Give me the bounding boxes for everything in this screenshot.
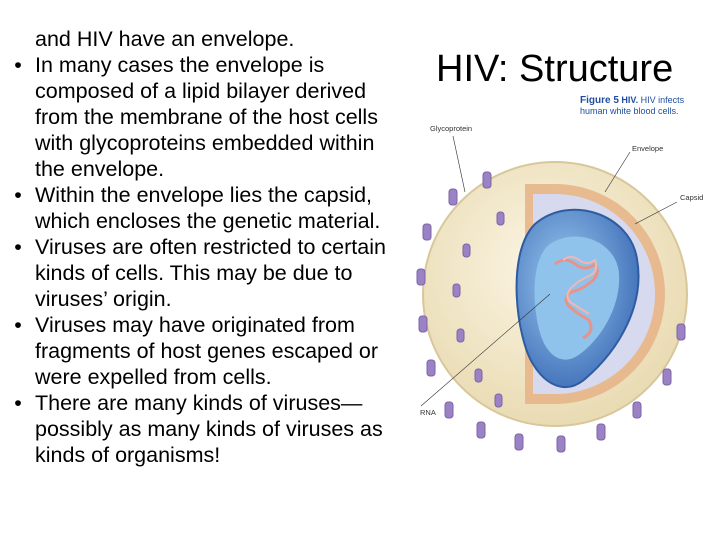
- slide-title: HIV: Structure: [436, 48, 674, 91]
- bullet-text: In many cases the envelope is composed o…: [35, 53, 378, 181]
- label-rna: RNA: [420, 408, 436, 417]
- label-glycoprotein: Glycoprotein: [430, 124, 473, 133]
- rna-strand: [562, 256, 598, 315]
- bullet-text: There are many kinds of viruses—possibly…: [35, 391, 383, 467]
- bullet-item-continuation: and HIV have an envelope.: [8, 26, 403, 52]
- bullet-item-kinds: • There are many kinds of viruses—possib…: [8, 390, 403, 468]
- bullet-item-envelope: • In many cases the envelope is composed…: [8, 52, 403, 182]
- bullet-list: and HIV have an envelope. • In many case…: [8, 26, 403, 468]
- bullet-item-capsid: • Within the envelope lies the capsid, w…: [8, 182, 403, 234]
- bullet-item-origin: • Viruses may have originated from fragm…: [8, 312, 403, 390]
- bullet-item-restricted: • Viruses are often restricted to certai…: [8, 234, 403, 312]
- bullet-marker: •: [14, 53, 22, 77]
- bullet-text: Within the envelope lies the capsid, whi…: [35, 183, 381, 233]
- bullet-text: Viruses may have originated from fragmen…: [35, 313, 379, 389]
- label-envelope: Envelope: [632, 144, 664, 153]
- figure-number: Figure 5: [580, 95, 619, 106]
- bullet-marker: •: [14, 235, 22, 259]
- bullet-marker: •: [14, 313, 22, 337]
- rna-strand: [554, 258, 599, 340]
- label-leader-lines: [420, 135, 678, 407]
- figure-name: HIV.: [621, 95, 639, 105]
- label-capsid: Capsid: [680, 193, 704, 202]
- hiv-virus-diagram: [416, 135, 688, 453]
- bullet-marker: •: [14, 183, 22, 207]
- figure-caption-text: HIV infects human white blood cells.: [580, 95, 685, 116]
- bullet-text: Viruses are often restricted to certain …: [35, 235, 386, 311]
- glycoprotein-spikes: [416, 171, 686, 453]
- bullet-marker: •: [14, 391, 22, 415]
- bullet-text: and HIV have an envelope.: [35, 27, 295, 51]
- figure-caption: Figure 5 HIV. HIV infects human white bl…: [580, 95, 710, 116]
